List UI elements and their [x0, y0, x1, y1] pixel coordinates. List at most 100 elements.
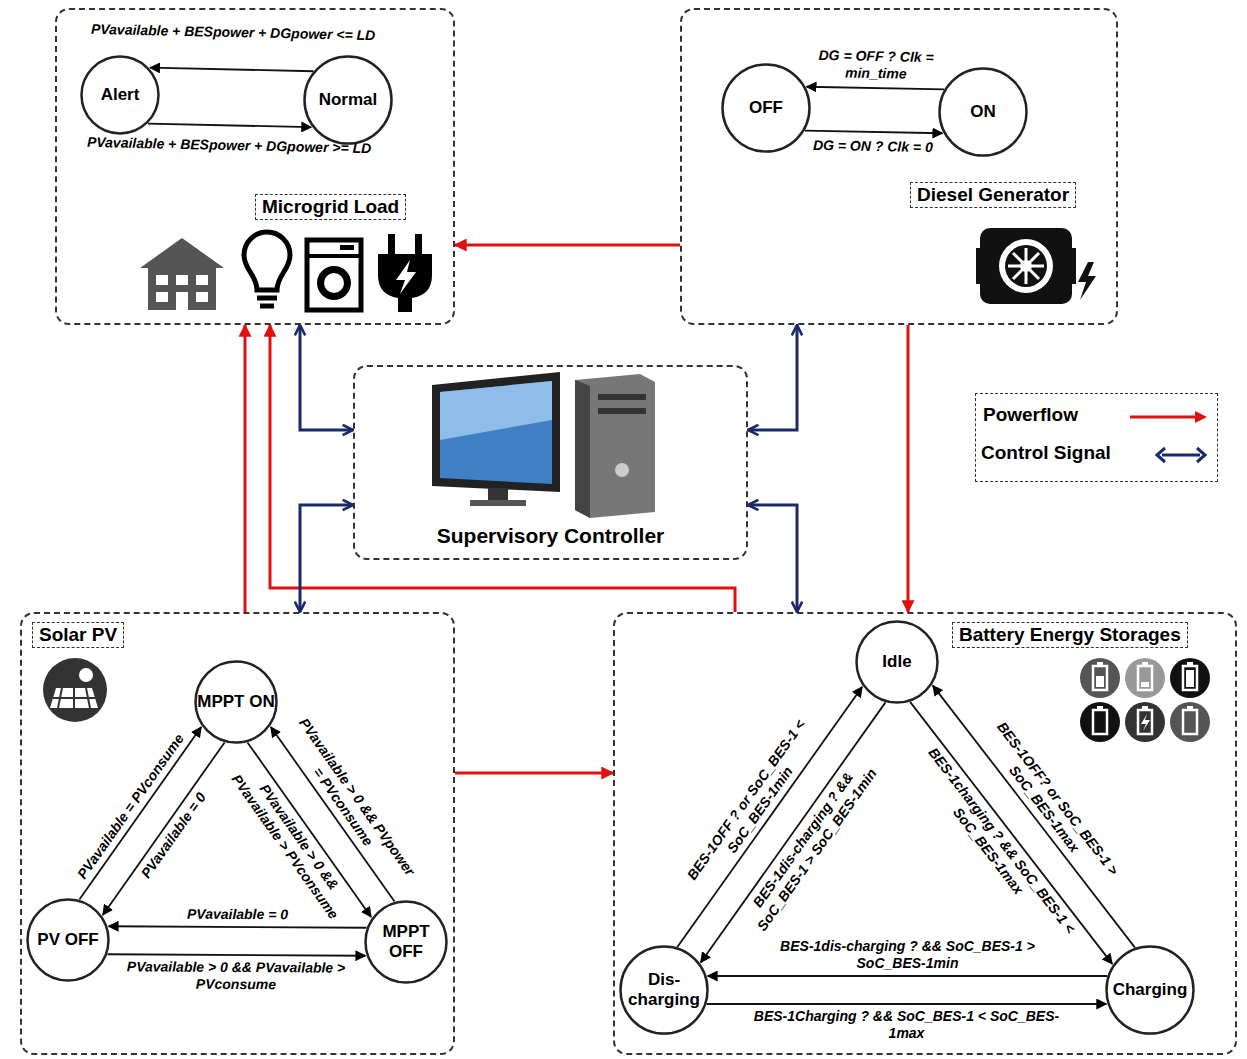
circle-outline [940, 69, 1027, 156]
washer-icon [307, 254, 361, 258]
powerflow-arrow [455, 772, 613, 775]
solar-panel-icon [79, 668, 93, 682]
panel-heading: Solar PV [32, 622, 124, 648]
diesel-generator-icon [1068, 248, 1076, 284]
legend-text: Powerflow [983, 404, 1078, 426]
battery-icons [1187, 662, 1193, 665]
state-name: ON [970, 102, 996, 122]
state-name: MPPT OFF [367, 922, 445, 961]
state-circle: Alert [80, 55, 160, 135]
legend-samples [1162, 454, 1200, 457]
subsystem-panel: Battery Energy StoragesIdleDis-chargingC… [613, 612, 1237, 1055]
computer-icon [432, 372, 560, 492]
transition-condition: BES-1OFF? or SoC_BES-1 > SoC_BES-1max [961, 694, 1140, 912]
house-icon [196, 292, 208, 302]
plug-icon [388, 234, 395, 254]
diesel-generator-icon [976, 228, 1096, 304]
state-circle: MPPT OFF [364, 900, 448, 984]
diesel-generator-icon [976, 248, 984, 284]
powerflow-arrow [244, 325, 247, 612]
state-circle: Normal [303, 55, 393, 145]
computer-icon [598, 394, 646, 400]
transition-arrow [150, 68, 313, 72]
control-signal-arrow [300, 505, 353, 612]
state-name: PV OFF [37, 930, 98, 950]
battery-icons [1080, 658, 1120, 698]
transition-arrow [148, 124, 311, 128]
state-name: Alert [101, 85, 140, 105]
plug-icon [378, 254, 432, 312]
powerflow-arrow [907, 325, 910, 612]
legend-samples [1130, 416, 1200, 419]
computer-icon [575, 374, 655, 518]
transition-condition: DG = ON ? Clk = 0 [813, 137, 933, 156]
house-icon [196, 275, 208, 285]
computer-icon [440, 381, 552, 440]
computer-icon [615, 463, 629, 477]
circle-outline [28, 900, 109, 981]
state-circle: OFF [721, 63, 811, 153]
solar-panel-icon [43, 658, 107, 722]
battery-icons [1170, 702, 1210, 742]
bulb-icon [244, 232, 290, 306]
house-icon [176, 275, 188, 285]
transition-arrow [708, 975, 1107, 977]
legend-text: Control Signal [981, 442, 1111, 464]
transition-condition: PVavailable + BESpower + DGpower <= LD [90, 21, 375, 44]
computer-icon [432, 372, 655, 518]
control-signal-arrow [748, 505, 797, 612]
house-icon [156, 292, 168, 302]
circle-outline [366, 902, 447, 983]
state-circle: PV OFF [26, 898, 110, 982]
battery-icons [1183, 666, 1197, 690]
diesel-generator-icon [1008, 248, 1044, 284]
battery-icons [1138, 666, 1152, 690]
battery-icons [1080, 658, 1210, 742]
subsystem-panel: Supervisory Controller [353, 365, 748, 560]
house-icon [176, 292, 188, 310]
legend-samples [1157, 448, 1165, 462]
transition-condition: PVavailable > 0 && PVavailable > PVconsu… [121, 958, 351, 993]
battery-icons [1097, 706, 1103, 709]
computer-icon [440, 381, 552, 484]
transition-condition: BES-1dis-charging ? && SoC_BES-1 > SoC_B… [748, 938, 1068, 972]
powerflow-arrow [455, 244, 680, 247]
transition-condition: BES-1OFF ? or SoC_BES-1 < SoC_BES-1min [667, 693, 839, 916]
plug-icon [415, 234, 422, 254]
battery-icons [1097, 662, 1103, 665]
battery-icons [1096, 662, 1194, 731]
transition-arrow [108, 954, 366, 956]
panel-heading: Supervisory Controller [355, 524, 746, 548]
washer-icon [317, 266, 351, 300]
subsystem-panel: Microgrid Load Alert Normal [55, 8, 455, 325]
washer-icon [307, 240, 361, 310]
legend-box [975, 393, 1218, 482]
legend-samples [1130, 411, 1207, 462]
diesel-generator-icon [980, 228, 1072, 304]
battery-icons [1141, 682, 1149, 687]
control-signal-arrow [748, 325, 797, 430]
state-name: Normal [319, 90, 378, 110]
bulb-icon [257, 296, 277, 301]
computer-icon [598, 408, 646, 414]
battery-icons [1125, 702, 1165, 742]
panel-heading: Battery Energy Storages [952, 622, 1188, 648]
computer-icon [470, 500, 526, 506]
state-circle: MPPT ON [194, 660, 278, 744]
plug-icon [378, 234, 432, 312]
diesel-generator-icon [999, 239, 1053, 293]
transition-condition: PVavailable = 0 [138, 790, 210, 882]
bulb-icon [260, 304, 274, 309]
state-name: OFF [749, 98, 783, 118]
battery-icons [1093, 710, 1107, 734]
control-signal-arrow [300, 325, 353, 430]
circle-outline [1107, 947, 1194, 1034]
battery-icons [1142, 662, 1148, 665]
panel-heading: Microgrid Load [255, 194, 406, 220]
computer-icon [488, 488, 508, 502]
state-name: MPPT ON [197, 692, 274, 712]
battery-icons [1093, 666, 1197, 734]
washer-icon [307, 240, 361, 310]
transition-condition: BES-1dis-charging ? && SoC_BES-1 > SoC_B… [730, 741, 891, 948]
